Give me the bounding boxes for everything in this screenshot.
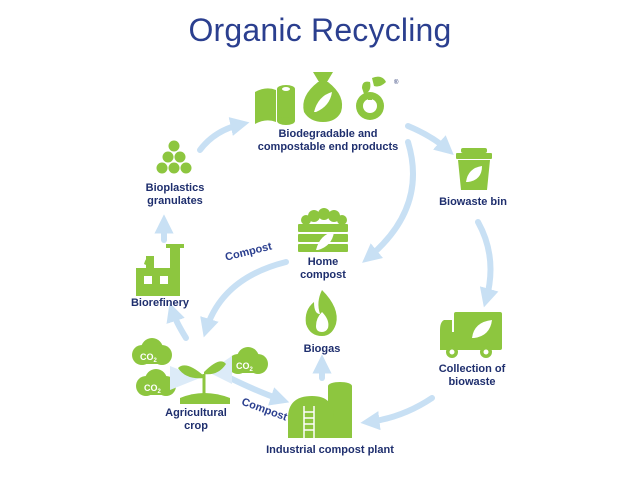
end-products-icon: [255, 72, 386, 125]
arrow-home-to-crop: [200, 259, 289, 338]
label-biogas: Biogas: [303, 343, 341, 355]
factory-icon: [136, 244, 184, 296]
label-biorefinery: Biorefinery: [130, 297, 190, 309]
label-crop: Agricultural crop: [165, 407, 227, 432]
compost-plant-icon: [288, 382, 352, 438]
co2-cloud: [136, 369, 176, 396]
seedling-icon: [170, 356, 232, 404]
arrow-crop-to-biorefinery: [166, 302, 189, 341]
co2-cloud: [132, 338, 172, 365]
label-collection: Collection of biowaste: [438, 363, 506, 388]
arrow-products-to-home: [362, 139, 416, 263]
label-granulates: Bioplastics granulates: [145, 182, 205, 207]
truck-icon: [440, 312, 502, 358]
page-title: Organic Recycling: [188, 12, 452, 48]
biowaste-bin-icon: [456, 148, 492, 190]
co2-label: CO2: [140, 352, 158, 364]
arrow-bin-to-collection: [475, 219, 499, 308]
trademark-mark: ®: [394, 79, 399, 86]
arrow-granulates-to-products: [197, 117, 250, 153]
granules-icon: [156, 140, 192, 174]
label-home-compost: Home compost: [300, 256, 346, 281]
arrow-products-to-bin: [405, 123, 454, 156]
home-compost-icon: [298, 208, 348, 252]
label-biowaste-bin: Biowaste bin: [439, 196, 507, 208]
co2-label: CO2: [236, 361, 254, 373]
arrow-collection-to-industrial: [360, 395, 435, 431]
flame-icon: [305, 290, 337, 336]
co2-cloud: [228, 347, 268, 374]
co2-label: CO2: [144, 383, 162, 395]
co2-clouds: [132, 338, 268, 396]
label-end-products: Biodegradable and compostable end produc…: [257, 128, 399, 153]
arrow-crop-to-industrial: [223, 373, 290, 406]
label-industrial: Industrial compost plant: [266, 444, 394, 456]
